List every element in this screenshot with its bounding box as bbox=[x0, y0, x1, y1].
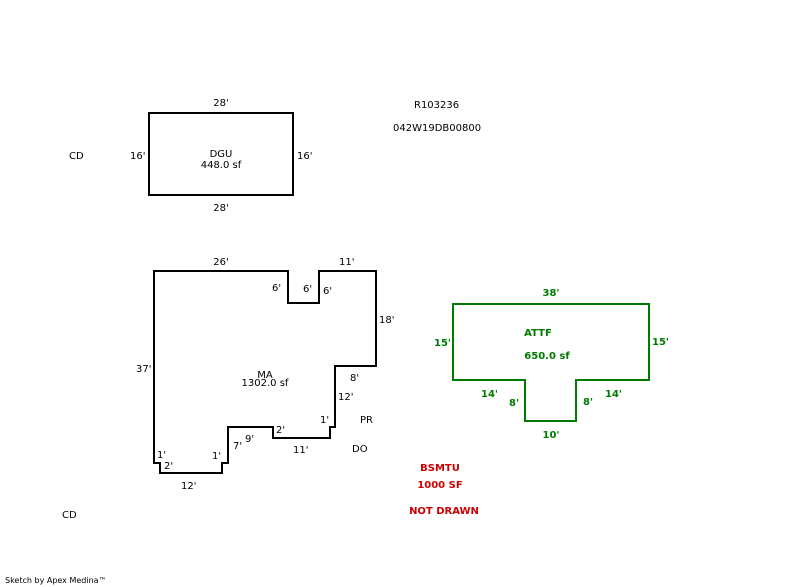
attf-dim-top: 38' bbox=[543, 288, 560, 299]
ma-dim-notch-left: 6' bbox=[272, 283, 281, 294]
ma-dim-step-7: 7' bbox=[233, 441, 242, 452]
cd-label-top: CD bbox=[69, 151, 84, 162]
ma-dim-step-2b: 2' bbox=[164, 461, 173, 472]
dgu-area: 448.0 sf bbox=[201, 160, 242, 171]
attf-dim-bottom-center: 10' bbox=[543, 430, 560, 441]
bsmtu-name: BSMTU bbox=[420, 463, 460, 474]
ma-outline bbox=[153, 270, 377, 474]
ma-dim-step-12: 12' bbox=[338, 392, 353, 403]
ma-dim-bottom-11: 11' bbox=[293, 445, 308, 456]
dgu-dim-top: 28' bbox=[213, 98, 228, 109]
ma-dim-diag-9: 9' bbox=[245, 434, 254, 445]
ma-dim-top-left: 26' bbox=[213, 257, 228, 268]
map-number: 042W19DB00800 bbox=[393, 123, 481, 134]
pr-label: PR bbox=[360, 415, 373, 426]
attf-dim-left: 15' bbox=[434, 338, 451, 349]
dgu-dim-bottom: 28' bbox=[213, 203, 228, 214]
ma-dim-left: 37' bbox=[136, 364, 151, 375]
attf-dim-inner-left: 8' bbox=[509, 398, 519, 409]
attf-dim-bottom-left: 14' bbox=[481, 389, 498, 400]
do-label: DO bbox=[352, 444, 368, 455]
dgu-dim-left: 16' bbox=[130, 151, 145, 162]
attf-dim-right: 15' bbox=[652, 337, 669, 348]
ma-dim-right: 18' bbox=[379, 315, 394, 326]
footer-credit: Sketch by Apex Medina™ bbox=[5, 576, 107, 585]
ma-dim-step-2a: 2' bbox=[276, 425, 285, 436]
parcel-id: R103236 bbox=[414, 100, 459, 111]
attf-dim-bottom-right: 14' bbox=[605, 389, 622, 400]
attf-area: 650.0 sf bbox=[524, 351, 570, 362]
dgu-name: DGU bbox=[210, 149, 233, 160]
bsmtu-note: NOT DRAWN bbox=[409, 506, 479, 517]
ma-dim-step-1b: 1' bbox=[212, 451, 221, 462]
ma-dim-bottom-12: 12' bbox=[181, 481, 196, 492]
ma-dim-step-8: 8' bbox=[350, 373, 359, 384]
ma-dim-step-1c: 1' bbox=[157, 450, 166, 461]
ma-dim-top-right: 11' bbox=[339, 257, 354, 268]
dgu-outline bbox=[148, 112, 294, 196]
ma-dim-step-1a: 1' bbox=[320, 415, 329, 426]
attf-name: ATTF bbox=[524, 328, 552, 339]
ma-dim-notch-right: 6' bbox=[323, 286, 332, 297]
ma-dim-notch-bottom: 6' bbox=[303, 284, 312, 295]
cd-label-bottom: CD bbox=[62, 510, 77, 521]
attf-outline bbox=[452, 303, 650, 422]
dgu-dim-right: 16' bbox=[297, 151, 312, 162]
ma-name: MA bbox=[257, 370, 273, 381]
attf-dim-inner-right: 8' bbox=[583, 397, 593, 408]
ma-area: 1302.0 sf bbox=[242, 378, 289, 389]
bsmtu-area: 1000 SF bbox=[417, 480, 462, 491]
